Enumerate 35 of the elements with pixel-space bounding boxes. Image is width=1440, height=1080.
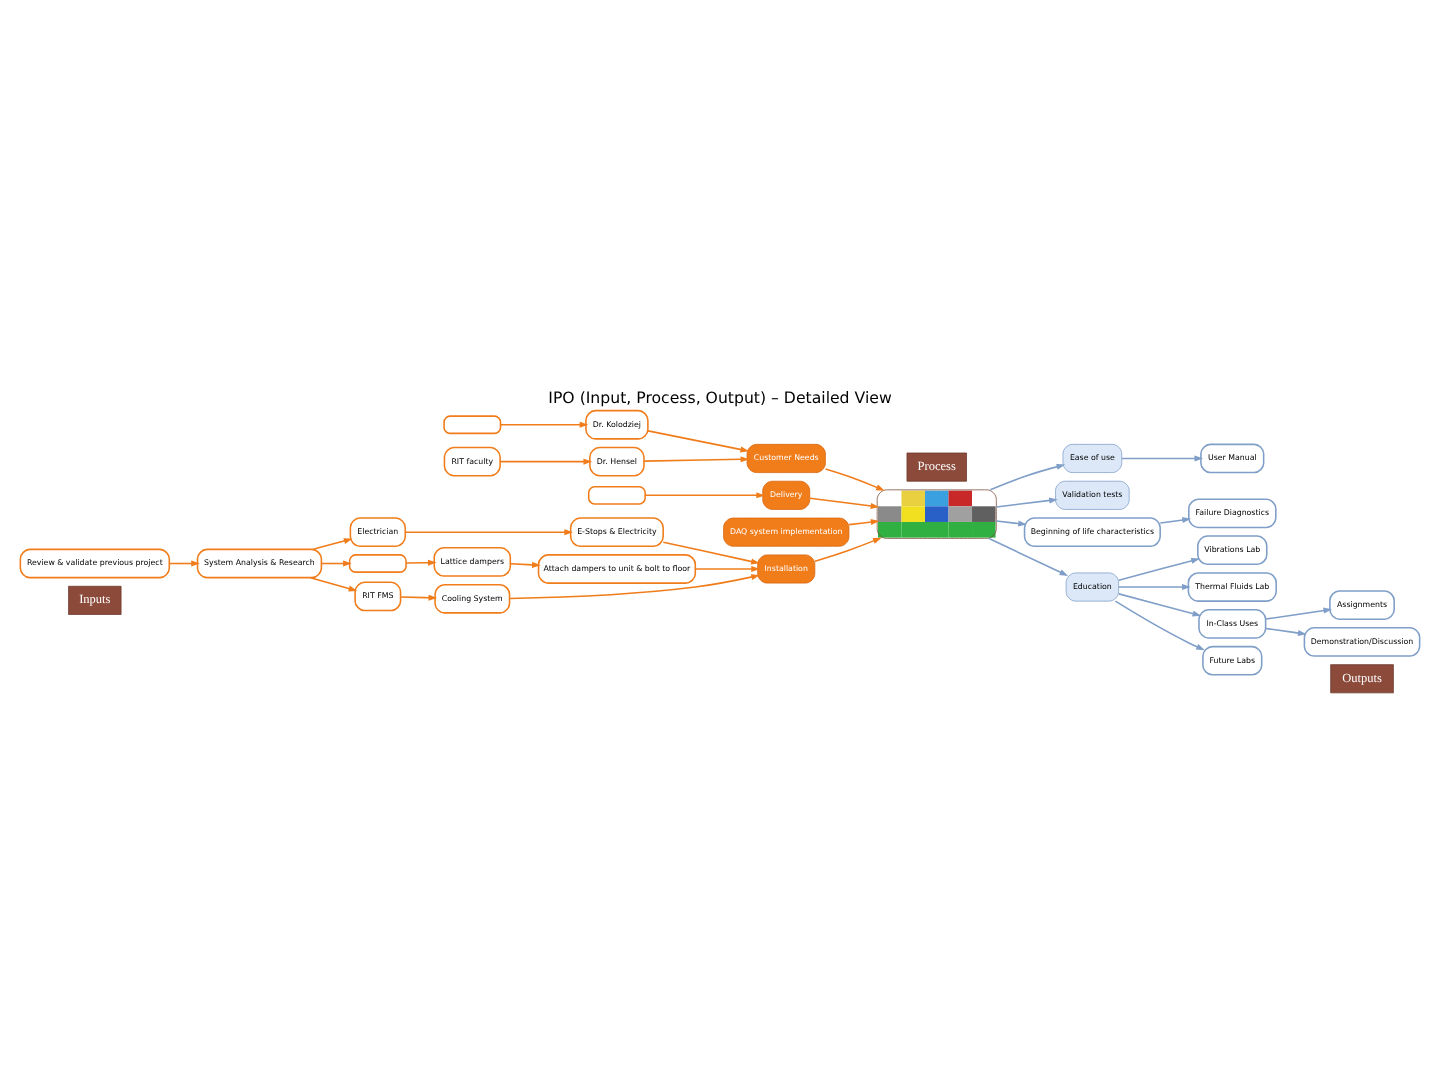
node-box (443, 415, 502, 435)
arrow (644, 492, 765, 499)
arrow (312, 538, 353, 551)
arrow (848, 519, 880, 526)
arrow (405, 559, 437, 566)
arrow (647, 430, 750, 453)
arrow (824, 468, 885, 491)
arrow (404, 529, 573, 536)
arrow (499, 421, 589, 428)
arrow (814, 537, 882, 562)
arrow (995, 497, 1058, 508)
arrow (643, 456, 750, 463)
arrow (989, 463, 1066, 491)
arrow (1118, 557, 1200, 581)
node-box (587, 485, 646, 505)
arrow (499, 458, 593, 465)
arrow (662, 541, 760, 565)
arrow (168, 560, 200, 567)
arrow (988, 537, 1069, 576)
arrow (995, 520, 1027, 527)
node-box (348, 554, 407, 573)
arrow (694, 565, 760, 573)
arrow (1118, 593, 1202, 617)
arrow (399, 594, 438, 601)
arrow (509, 561, 541, 568)
arrow (1118, 584, 1191, 591)
arrow (1264, 627, 1307, 636)
arrow (309, 576, 358, 592)
arrow (320, 560, 352, 567)
arrow (1264, 607, 1333, 620)
arrow (1114, 600, 1205, 651)
arrow (1159, 517, 1191, 524)
arrow (809, 497, 880, 509)
arrow (509, 574, 760, 600)
arrow (1121, 455, 1204, 462)
